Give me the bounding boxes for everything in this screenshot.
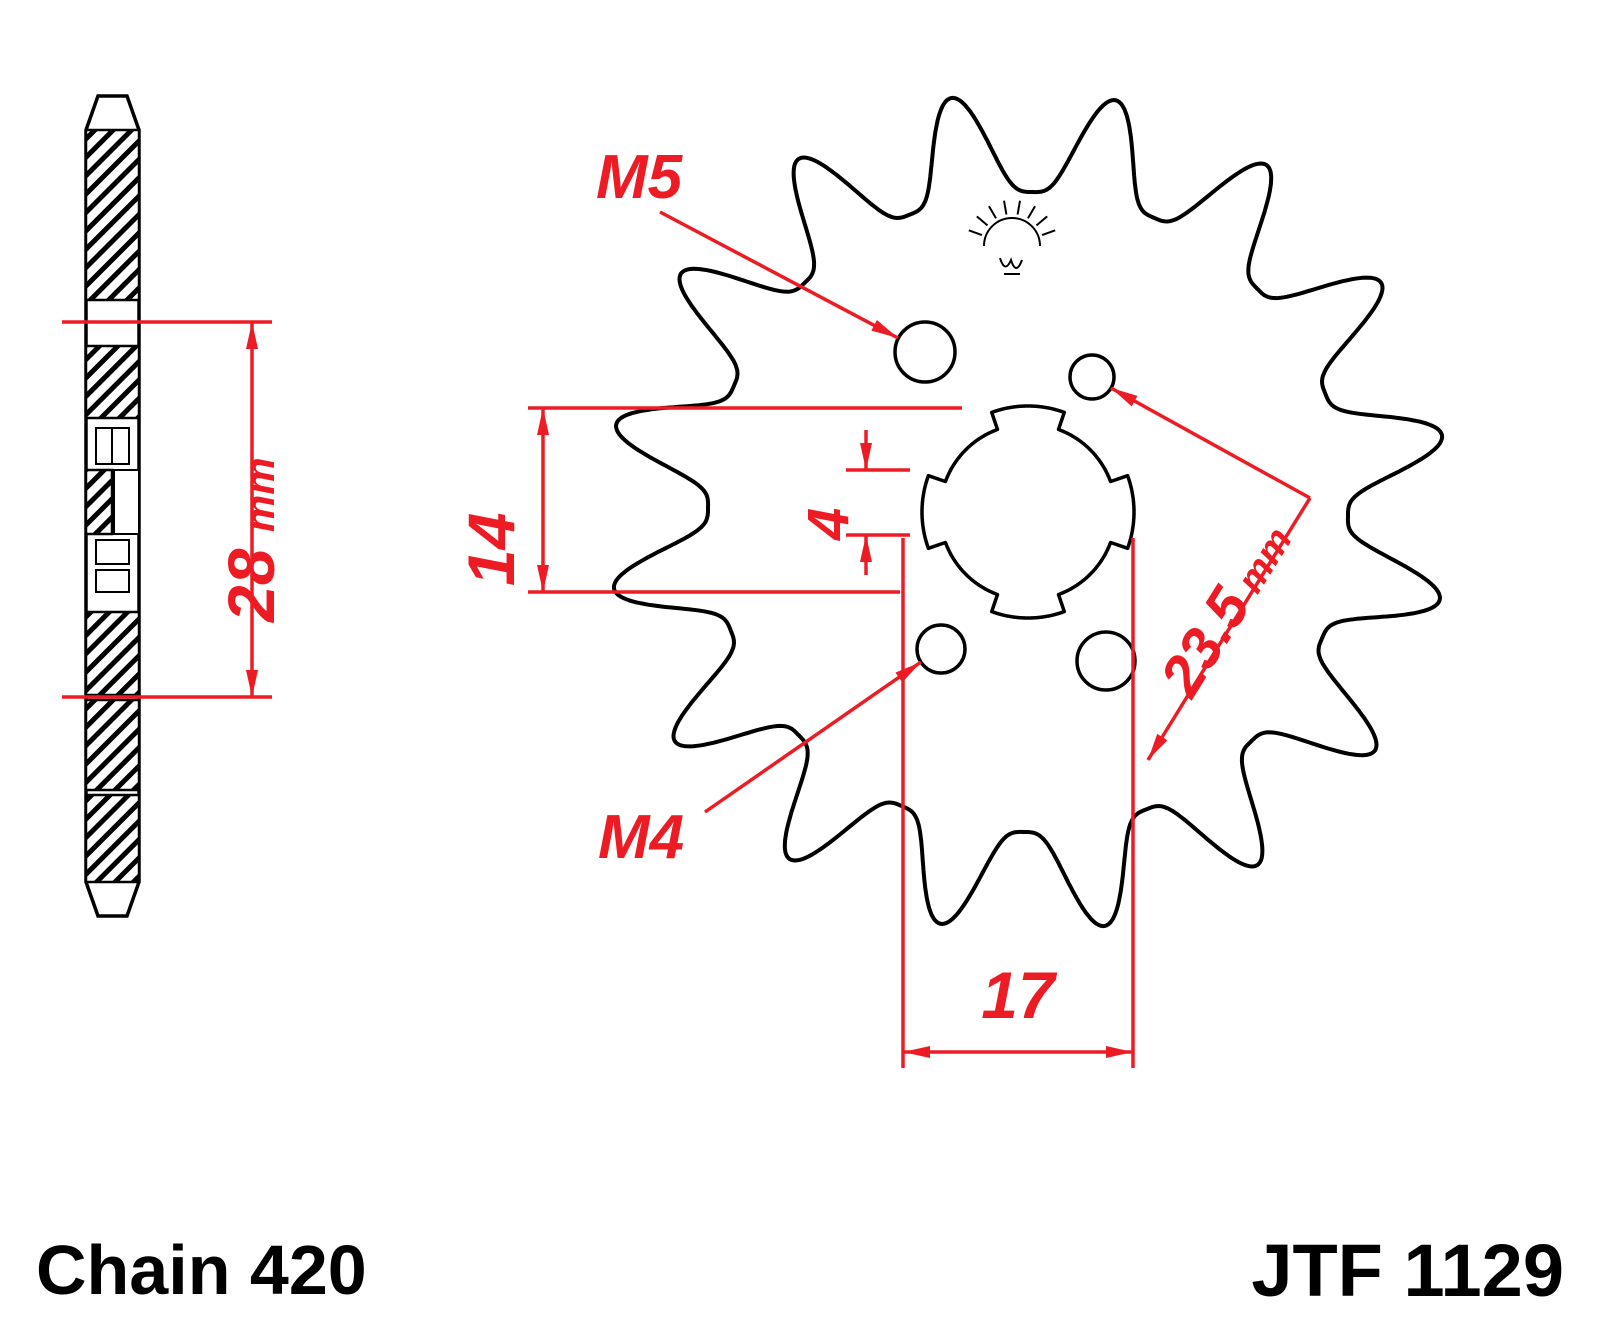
dim-235-segment-lower [1146, 497, 1312, 761]
m4-leader-line [704, 660, 922, 814]
dim-28-label: 28 mm [214, 457, 288, 624]
bolt-hole-bottom-left-m4 [915, 623, 967, 675]
dim-235-arrow-upper [1111, 388, 1138, 407]
side-hatch-band [84, 698, 141, 792]
m5-leader-line [659, 210, 899, 340]
dim-14-arrow-bottom [537, 565, 549, 592]
side-hub-block [95, 539, 130, 565]
side-hub-block [95, 569, 130, 593]
jt-logo-dome [983, 217, 1041, 247]
dim-4-arrow-top [860, 443, 872, 470]
dim-28-arrow-bottom [246, 670, 258, 697]
jt-logo-stamp [999, 257, 1023, 275]
bolt-hole-bottom-right [1075, 630, 1137, 692]
sprocket-side-view [84, 94, 141, 918]
spline-bore-outline [920, 404, 1136, 620]
dim-235-segment-upper [1110, 386, 1311, 500]
bolt-hole-top-right [1068, 353, 1116, 401]
dim-4-label: 4 [796, 508, 861, 541]
jt-logo-ray [1041, 229, 1056, 237]
dim-28-unit: mm [236, 457, 283, 532]
dim-14-arrow-top [537, 408, 549, 435]
jt-logo-ray [1027, 205, 1036, 219]
dim-17-arrow-left [903, 1046, 930, 1058]
chain-size-label: Chain 420 [36, 1231, 367, 1309]
dim-17-arrow-right [1106, 1046, 1133, 1058]
side-hatch-band [84, 793, 141, 884]
bolt-hole-top-left-m5 [893, 320, 957, 384]
m4-label: M4 [598, 803, 684, 872]
side-hatch-band [84, 128, 141, 302]
jt-logo-ray [976, 215, 989, 227]
m5-label: M5 [596, 143, 684, 212]
dim-17-label: 17 [981, 958, 1058, 1032]
jt-logo-ray [988, 205, 997, 219]
side-hub-hatch [84, 468, 114, 536]
jt-logo [968, 200, 1056, 275]
dim-235-arrow-lower [1148, 733, 1168, 760]
jt-logo-ray [1035, 215, 1048, 227]
jt-logo-ray [968, 229, 983, 237]
side-hatch-band [84, 344, 141, 420]
jt-logo-rays [968, 200, 1056, 237]
dim-28-arrow-top [246, 322, 258, 349]
dim-28-value: 28 [214, 548, 288, 624]
sprocket-front-view [611, 95, 1445, 929]
side-hatch-band [84, 610, 141, 697]
m5-leader-arrow [871, 320, 898, 338]
jt-logo-ray [1016, 200, 1021, 215]
dim-14-label: 14 [454, 513, 528, 586]
dim-4-arrow-bottom [860, 535, 872, 562]
side-hub-block [113, 469, 140, 535]
jt-logo-ray [1003, 200, 1008, 215]
part-number-label: JTF 1129 [1251, 1229, 1564, 1312]
